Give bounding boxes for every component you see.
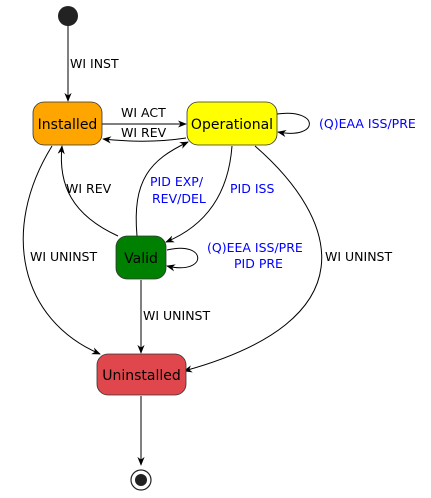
label-valid-to-operational-line2: REV/DEL	[152, 191, 206, 206]
label-installed-to-uninstalled: WI UNINST	[30, 249, 97, 264]
edge-operational-self	[276, 112, 310, 138]
label-valid-to-uninstalled: WI UNINST	[143, 308, 210, 323]
label-valid-to-operational-line1: PID EXP/	[150, 174, 204, 189]
label-valid-to-installed: WI REV	[66, 181, 112, 196]
label-operational-to-valid: PID ISS	[230, 181, 274, 196]
edge-valid-self	[166, 247, 198, 272]
state-operational: Operational	[186, 101, 278, 146]
edge-operational-to-uninstalled	[183, 145, 323, 373]
label-valid-self-line1: (Q)EEA ISS/PRE	[207, 240, 303, 255]
label-valid-self-line2: PID PRE	[234, 256, 283, 271]
state-valid-box	[115, 235, 167, 280]
state-uninstalled-box	[96, 353, 187, 396]
state-installed: Installed	[32, 101, 103, 146]
edge-valid-to-installed	[57, 145, 119, 237]
edge-operational-to-valid	[165, 145, 233, 243]
label-operational-to-uninstalled: WI UNINST	[325, 249, 392, 264]
final-state	[130, 469, 152, 491]
edge-installed-to-uninstalled	[22, 145, 101, 355]
initial-state	[58, 6, 78, 26]
state-valid-label: Valid	[124, 251, 158, 267]
label-operational-to-installed: WI REV	[121, 125, 167, 140]
state-operational-box	[186, 101, 278, 146]
edge-valid-to-operational	[135, 141, 189, 237]
state-uninstalled: Uninstalled	[96, 353, 187, 396]
edge-operational-to-installed	[102, 136, 187, 144]
state-operational-label: Operational	[191, 117, 273, 133]
label-start-to-installed: WI INST	[70, 56, 119, 71]
state-installed-label: Installed	[38, 117, 98, 133]
label-installed-to-operational: WI ACT	[121, 105, 166, 120]
state-valid: Valid	[115, 235, 167, 280]
state-installed-box	[32, 101, 103, 146]
final-state-dot	[135, 474, 147, 486]
label-operational-self: (Q)EAA ISS/PRE	[319, 116, 416, 131]
state-uninstalled-label: Uninstalled	[102, 368, 181, 384]
